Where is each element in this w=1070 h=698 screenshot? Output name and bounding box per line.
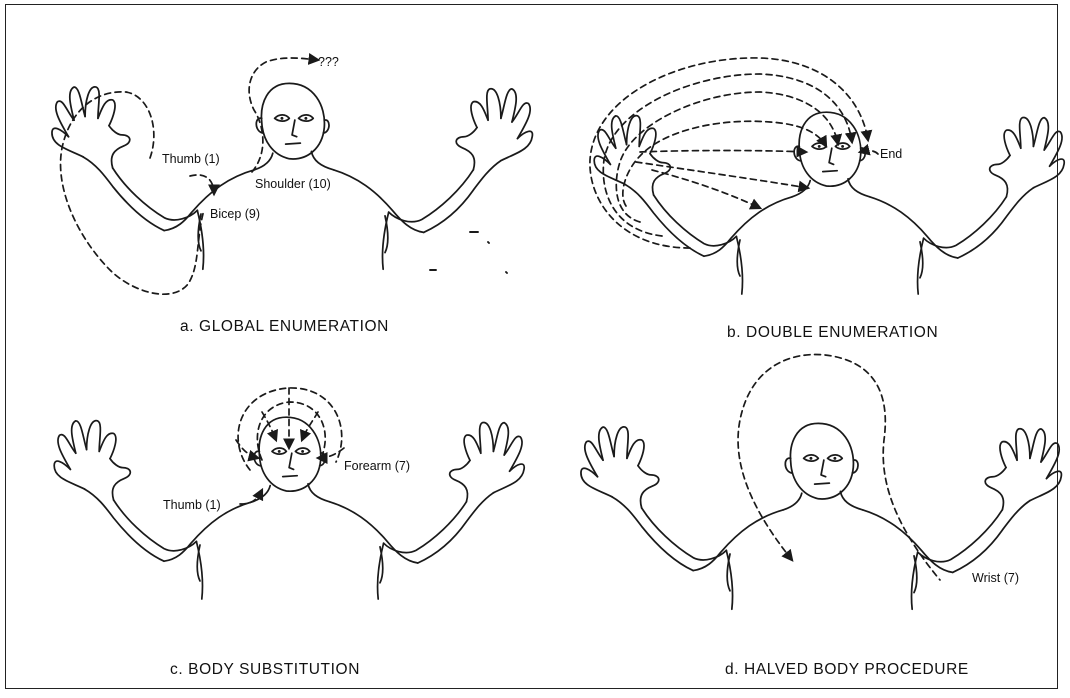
panel-a: ??? Thumb (1) Shoulder (10) Bicep (9) a.… <box>52 55 532 335</box>
panel-b: End b. DOUBLE ENUMERATION <box>590 58 1064 341</box>
caption-a: a. GLOBAL ENUMERATION <box>180 318 389 335</box>
halved-body-path <box>738 354 940 580</box>
shoulder-label: Shoulder (10) <box>255 177 331 191</box>
panel-c: Thumb (1) Forearm (7) c. BODY SUBSTITUTI… <box>54 388 524 678</box>
bicep-label: Bicep (9) <box>210 207 260 221</box>
question-label: ??? <box>318 55 339 69</box>
caption-b: b. DOUBLE ENUMERATION <box>727 324 938 341</box>
end-label: End <box>880 147 902 161</box>
stray-marks <box>430 232 507 273</box>
wrist-label: Wrist (7) <box>972 571 1019 585</box>
panel-d: Wrist (7) d. HALVED BODY PROCEDURE <box>581 354 1061 678</box>
thumb-label-c: Thumb (1) <box>163 498 221 512</box>
caption-d: d. HALVED BODY PROCEDURE <box>725 661 969 678</box>
enumeration-loops-b <box>590 58 868 248</box>
thumb-arrow-c <box>240 490 262 504</box>
end-arrow <box>860 151 878 154</box>
forearm-label: Forearm (7) <box>344 459 410 473</box>
head-halo-arrows-c <box>236 388 344 470</box>
thumb-to-bicep-arrow <box>190 175 214 194</box>
caption-c: c. BODY SUBSTITUTION <box>170 661 360 678</box>
thumb-label-a: Thumb (1) <box>162 152 220 166</box>
body-figure-b <box>594 112 1064 294</box>
